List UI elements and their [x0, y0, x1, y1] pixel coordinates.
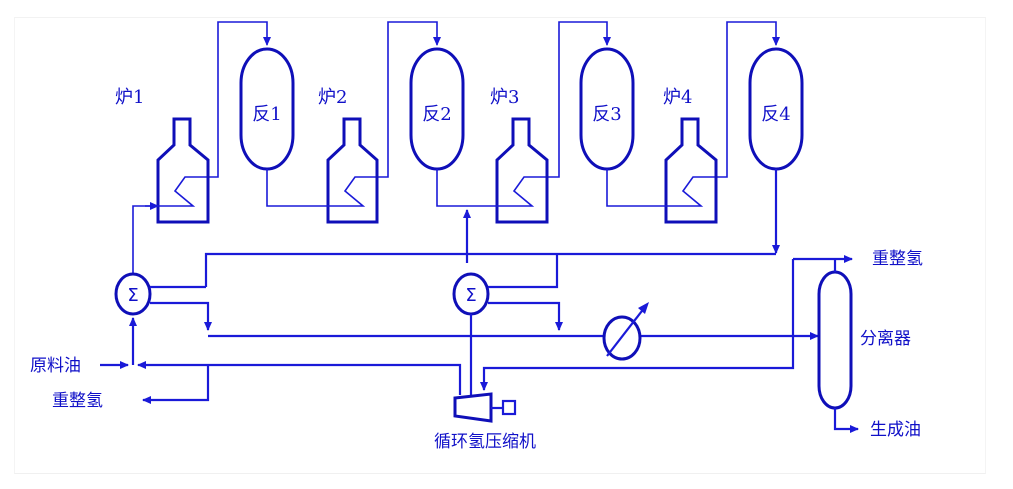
recycle-hydrogen-compressor: [453, 392, 517, 423]
line-reformed-hydrogen-left: [142, 365, 210, 404]
reactor-2-label: 反2: [422, 104, 451, 125]
heat-exchanger-1-symbol: Σ: [127, 285, 138, 306]
furnace-1-label: 炉1: [115, 87, 144, 108]
reactor-inlet-lines: [196, 21, 780, 178]
furnace-2: [266, 117, 379, 224]
line-recycle-hydrogen-to-compressor: [480, 259, 795, 391]
furnace-1: [145, 117, 210, 224]
line-furnace3-to-reactor3: [535, 21, 611, 178]
line-exchanger2-hot-in: [488, 254, 559, 289]
diagram-frame: [14, 17, 986, 474]
line-exchanger1-hot-out: [150, 301, 212, 331]
feed-oil-label: 原料油: [30, 356, 81, 376]
heat-exchanger-2: Σ: [452, 272, 490, 316]
furnace-2-label: 炉2: [318, 87, 347, 108]
line-exchanger1-to-furnace1: [132, 202, 159, 275]
line-compressor-discharge: [146, 363, 462, 395]
separator-label: 分离器: [860, 329, 911, 349]
reformed-hydrogen-left-label: 重整氢: [52, 391, 103, 411]
reformed-hydrogen-right-label: 重整氢: [872, 249, 923, 269]
product-oil-label: 生成油: [870, 420, 921, 440]
reactor-4-label: 反4: [761, 104, 790, 125]
separator: [817, 270, 853, 410]
line-product-oil: [833, 408, 859, 433]
reactor-1-label: 反1: [252, 104, 281, 125]
furnace-3-label: 炉3: [490, 87, 519, 108]
cooler: [602, 302, 649, 361]
heat-exchanger-1: Σ: [114, 272, 152, 316]
furnace-4-label: 炉4: [663, 87, 692, 108]
line-furnace4-to-reactor4: [704, 21, 780, 178]
line-exchanger2-hot-out: [488, 301, 563, 331]
furnace-4: [606, 117, 718, 224]
line-reactor4-effluent-header: [204, 252, 776, 287]
furnace-3: [436, 117, 549, 224]
heat-exchanger-2-symbol: Σ: [465, 285, 476, 306]
reactor-3-label: 反3: [592, 104, 621, 125]
line-furnace2-to-reactor2: [365, 21, 441, 178]
compressor-label: 循环氢压缩机: [434, 432, 536, 452]
line-furnace1-to-reactor1: [196, 21, 271, 178]
